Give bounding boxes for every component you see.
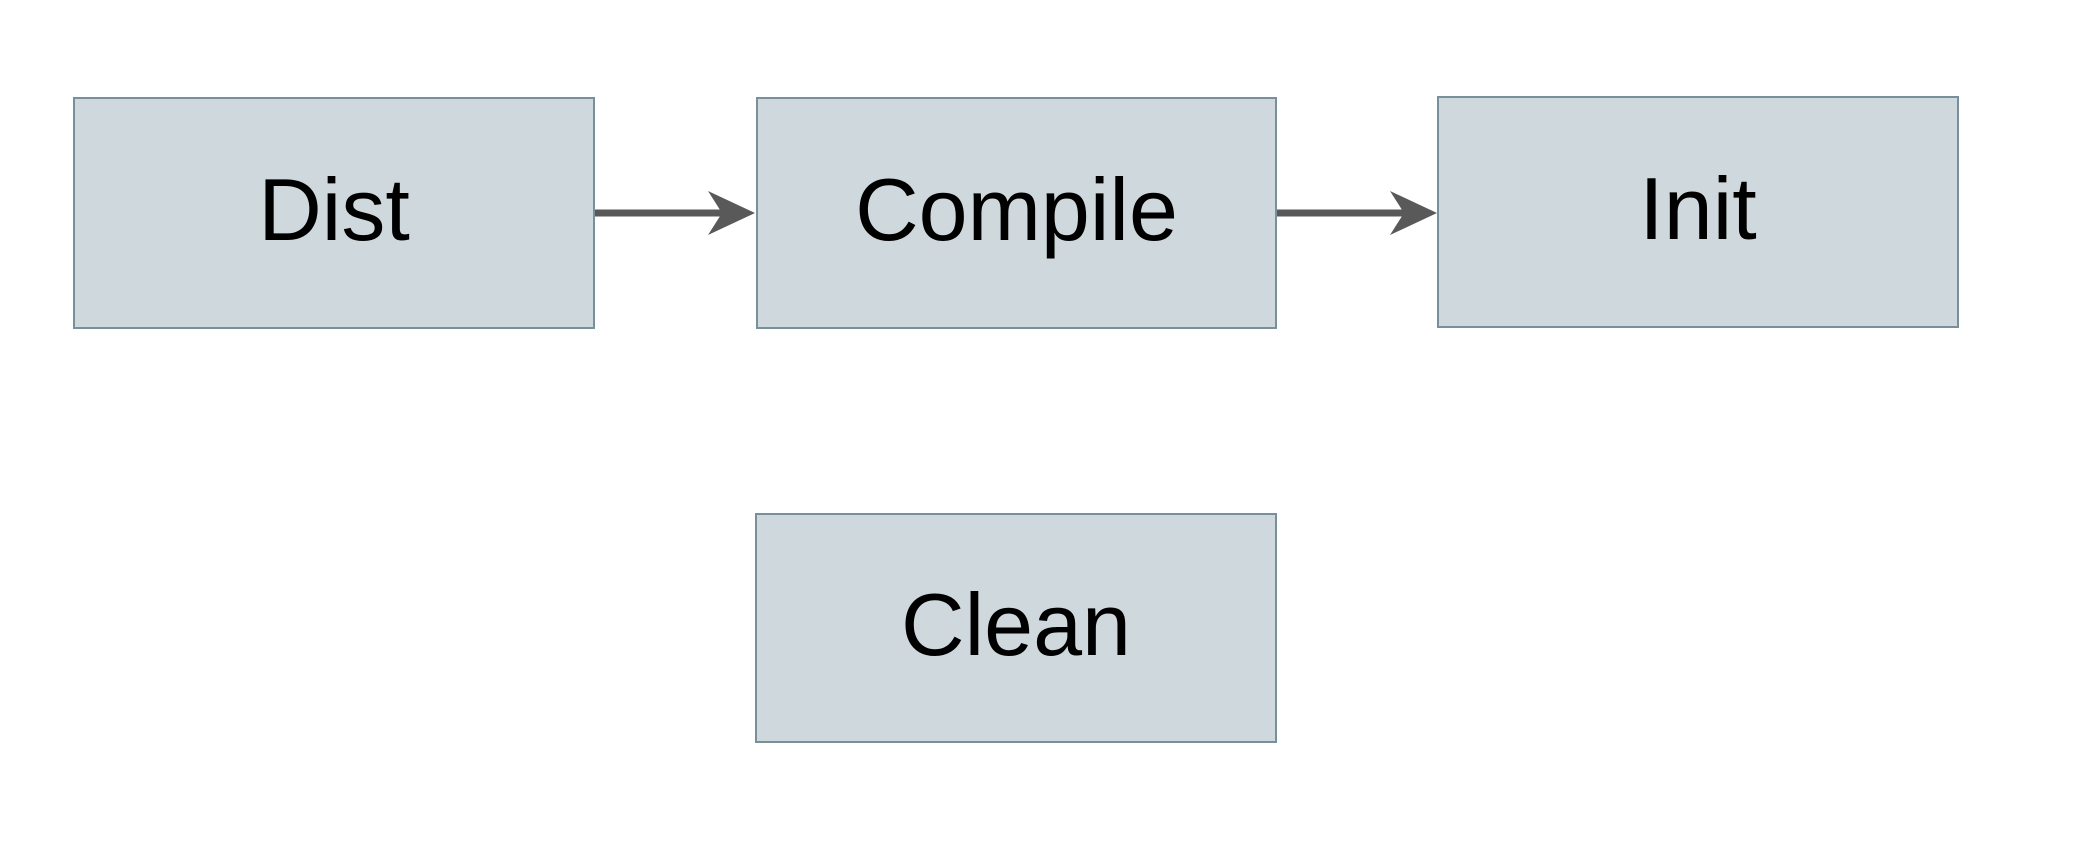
node-label: Clean <box>901 575 1131 674</box>
node-label: Compile <box>855 160 1178 259</box>
node-compile: Compile <box>756 97 1277 329</box>
node-label: Init <box>1639 159 1757 258</box>
node-label: Dist <box>258 160 410 259</box>
node-init: Init <box>1437 96 1959 328</box>
arrowhead-right-icon <box>708 191 755 235</box>
node-dist: Dist <box>73 97 595 329</box>
arrowhead-right-icon <box>1390 191 1437 235</box>
connector-compile-to-init <box>1277 191 1437 235</box>
node-clean: Clean <box>755 513 1277 743</box>
connector-dist-to-compile <box>595 191 755 235</box>
